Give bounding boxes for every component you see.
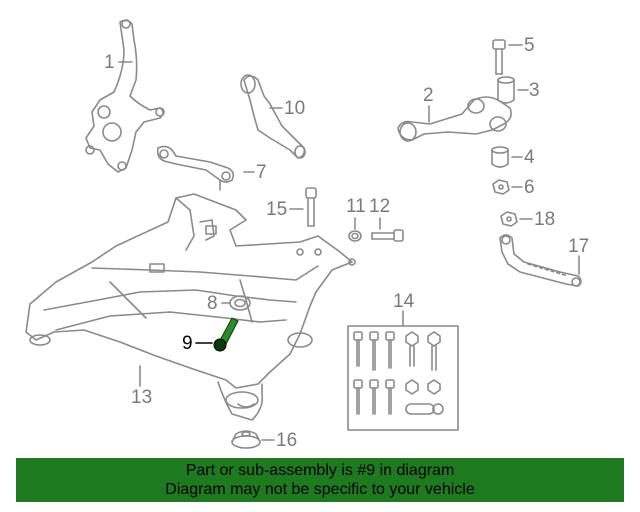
bolt-part-12 [371,217,404,242]
callout-5: 5 [524,35,535,56]
callout-2: 2 [423,85,434,106]
kit-bolts-bottom-row [353,379,444,415]
callout-11: 11 [346,196,366,217]
subframe-crossmember-part [25,193,356,421]
washer-part-11 [348,217,362,242]
hardware-kit-part [347,310,459,431]
steering-knuckle-part [85,19,165,173]
callout-6: 6 [524,177,535,198]
callout-14: 14 [393,291,415,312]
bushing-part-4 [491,146,523,168]
mount-part-16 [231,430,275,449]
nut-part-18 [500,211,533,227]
callout-17: 17 [568,236,590,257]
info-banner: Part or sub-assembly is #9 in diagram Di… [16,458,624,502]
callout-16: 16 [276,430,298,451]
bushing-part-3 [497,76,529,104]
callout-4: 4 [524,147,535,168]
callout-8: 8 [207,293,218,314]
bolt-part-5 [492,39,523,75]
lower-link-part [156,145,255,191]
banner-line-part-number: Part or sub-assembly is #9 in diagram [185,462,455,479]
callout-13: 13 [131,387,153,408]
bolt-part-15 [289,187,317,227]
nut-part-6 [492,179,523,195]
stabilizer-link-part [499,234,582,287]
callout-3: 3 [529,80,540,101]
callout-1: 1 [104,52,115,73]
kit-bolts-top-row [353,331,441,371]
washer-part-8 [221,295,251,311]
banner-line-disclaimer: Diagram may not be specific to your vehi… [165,481,475,498]
callout-10: 10 [284,98,306,119]
callout-9: 9 [182,333,193,354]
callout-18: 18 [534,209,556,230]
upper-control-arm-left-part [240,74,306,159]
callout-12: 12 [369,196,391,217]
callout-7: 7 [256,162,267,183]
callout-15: 15 [266,199,288,220]
highlighted-bolt-part-9 [213,317,239,352]
upper-control-arm-right-part [397,96,512,142]
